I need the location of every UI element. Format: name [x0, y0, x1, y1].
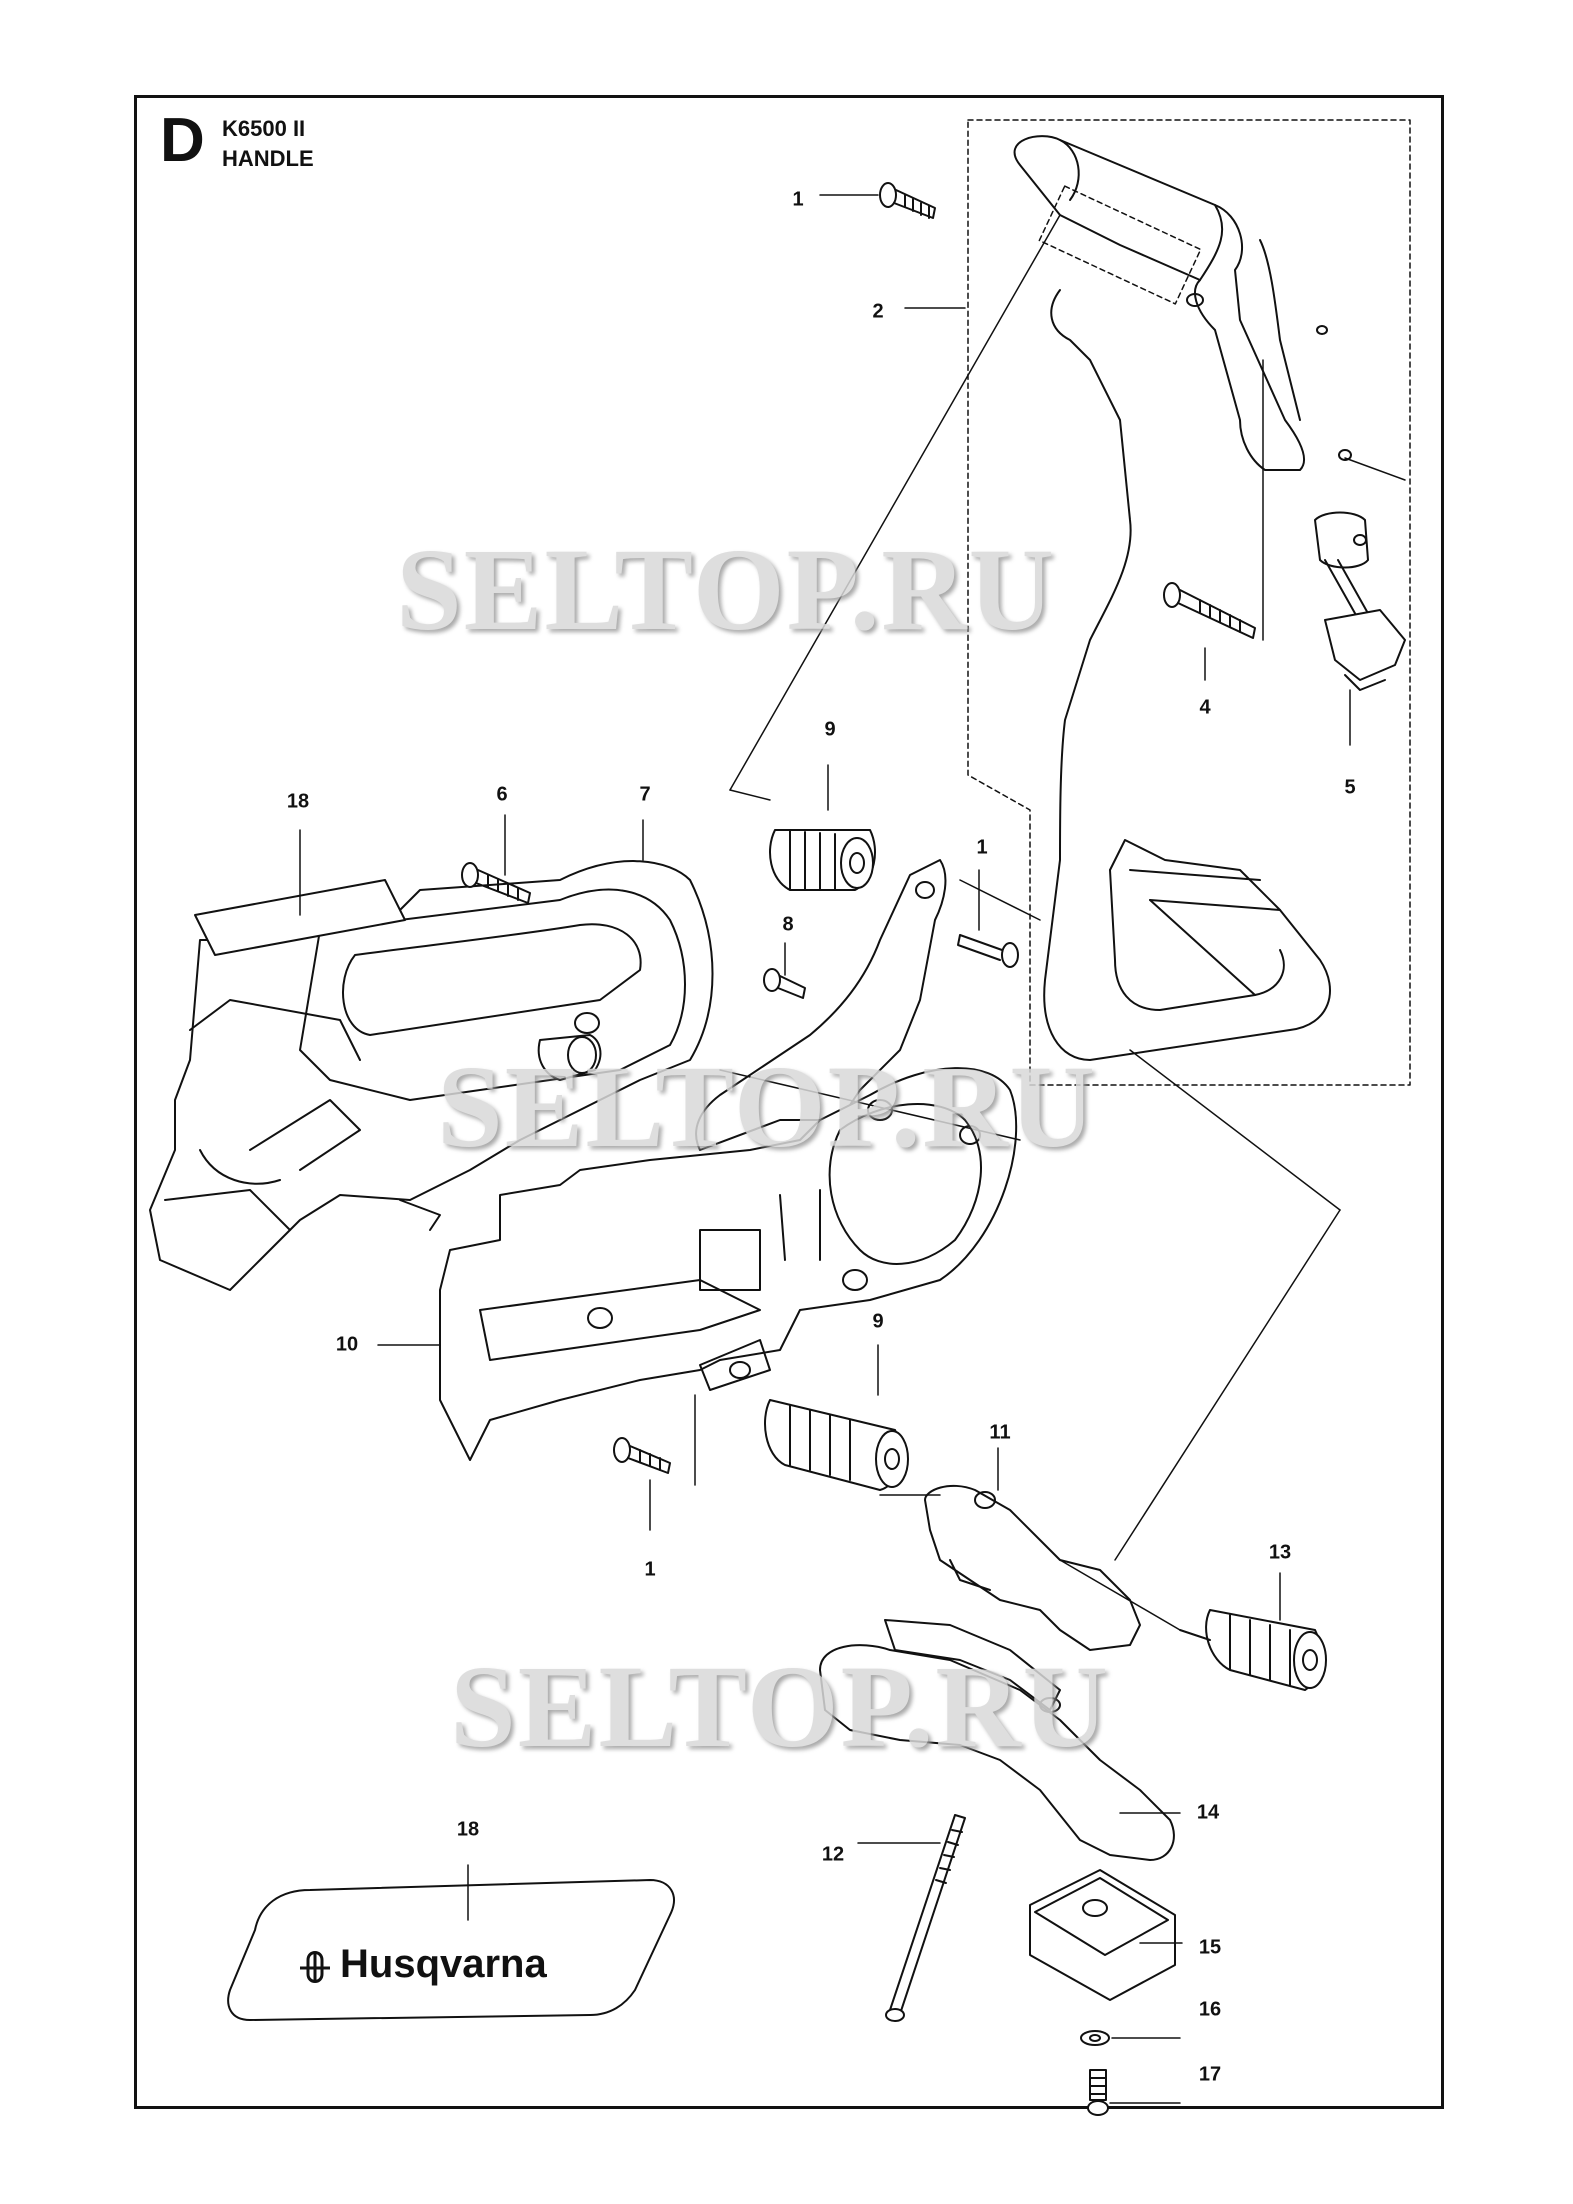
spacer-sleeve	[537, 1034, 602, 1081]
handle-assembly-dashed-box	[967, 119, 1411, 1086]
bolt-1-top	[879, 182, 936, 219]
foot-part-14	[819, 1619, 1175, 1861]
callout-8: 8	[782, 913, 794, 936]
callout-9-top: 9	[824, 718, 836, 741]
diagram-frame	[134, 95, 1444, 2109]
callout-17: 17	[1198, 2063, 1222, 2086]
callout-14: 14	[1196, 1801, 1220, 1824]
buffer-13	[1179, 1609, 1327, 1691]
watermark-middle: SELTOP.RU	[437, 1041, 1097, 1172]
leader-lines	[299, 194, 1406, 2104]
model-number: K6500 II	[222, 116, 306, 141]
callout-16: 16	[1198, 1998, 1222, 2021]
callout-11: 11	[989, 1421, 1011, 1444]
bracket-plate	[695, 859, 947, 1151]
callout-2: 2	[872, 300, 884, 323]
callout-7: 7	[639, 783, 651, 806]
watermark-bottom: SELTOP.RU	[450, 1641, 1110, 1772]
buffer-9-bottom	[764, 1399, 909, 1491]
callout-18-top: 18	[286, 790, 310, 813]
bolt-1-lower	[613, 1437, 671, 1474]
handle-housing-7	[149, 860, 714, 1291]
buffer-9-top	[769, 829, 876, 891]
callout-13: 13	[1268, 1541, 1292, 1564]
callout-18-bottom: 18	[456, 1818, 480, 1841]
decal-brand-text: Husqvarna	[340, 1942, 547, 1986]
section-letter: D	[160, 106, 205, 175]
bolt-8	[763, 968, 806, 999]
pad-15	[1029, 1869, 1176, 2001]
callout-10: 10	[335, 1333, 359, 1356]
handle-bar-part	[1013, 135, 1352, 1061]
watermark-top: SELTOP.RU	[396, 524, 1056, 655]
bolt-1-middle	[957, 934, 1019, 968]
bolt-4	[1163, 582, 1256, 639]
callout-9-bottom: 9	[872, 1310, 884, 1333]
clamp-5	[1314, 511, 1406, 691]
callout-1-top: 1	[792, 188, 804, 211]
chassis-part-10	[439, 1067, 1018, 1461]
callout-1-lower: 1	[644, 1558, 656, 1581]
callout-5: 5	[1344, 776, 1356, 799]
callout-1-middle: 1	[976, 836, 988, 859]
callout-12: 12	[821, 1843, 845, 1866]
callout-15: 15	[1198, 1936, 1222, 1959]
washer-16	[1080, 2030, 1110, 2046]
decal-18-top	[194, 879, 406, 956]
husqvarna-crown-logo	[300, 1951, 330, 1983]
decal-18-husqvarna	[227, 1879, 675, 2021]
section-title: HANDLE	[222, 146, 314, 171]
callout-4: 4	[1199, 696, 1211, 719]
callout-6: 6	[496, 783, 508, 806]
bolt-6	[461, 862, 531, 904]
clamp-part-11	[924, 1484, 1141, 1651]
screw-17	[1087, 2069, 1109, 2116]
screw-12	[885, 1814, 966, 2022]
